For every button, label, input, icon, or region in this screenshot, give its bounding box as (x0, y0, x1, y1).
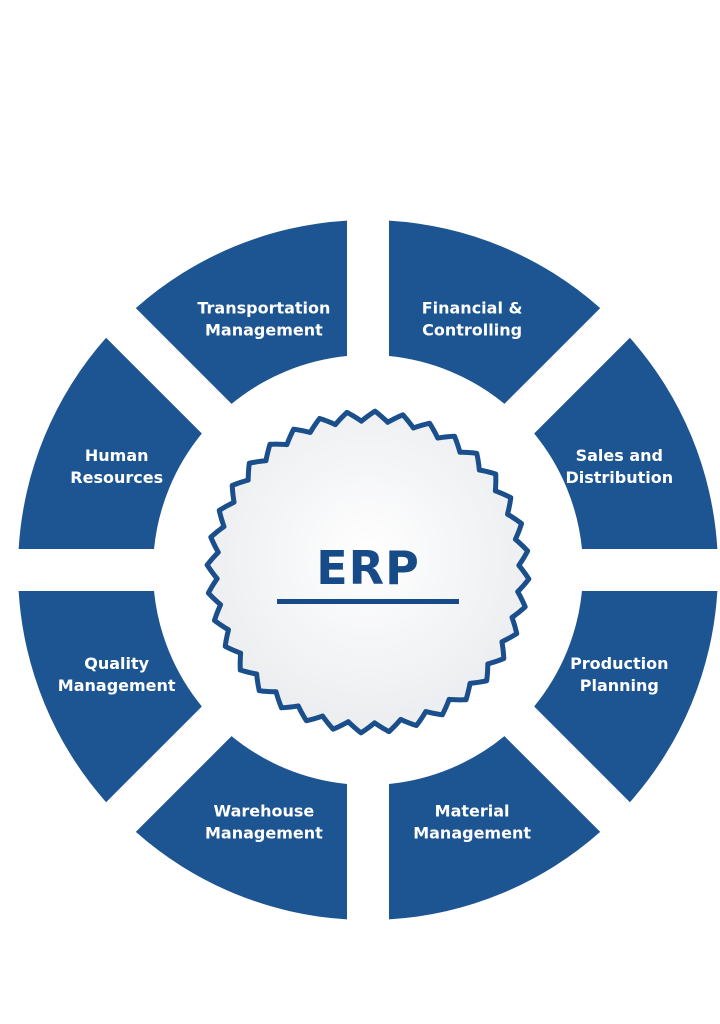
label-line: Transportation (197, 299, 330, 318)
segment-financial-controlling (389, 220, 601, 404)
erp-title: ERP (316, 541, 420, 595)
segment-human-resources (18, 337, 202, 549)
label-line: Financial & (422, 299, 523, 318)
segment-sales-distribution (534, 337, 718, 549)
erp-center-hub: ERP (204, 408, 532, 736)
label-financial-controlling: Financial & Controlling (422, 299, 523, 340)
erp-title-underline (277, 599, 459, 604)
label-line: Management (58, 676, 176, 695)
label-line: Management (413, 823, 531, 842)
label-line: Resources (70, 468, 163, 487)
segment-transportation-management (135, 220, 347, 404)
label-line: Planning (580, 676, 659, 695)
segment-warehouse-management (135, 736, 347, 920)
label-line: Quality (84, 654, 149, 673)
segment-material-management (389, 736, 601, 920)
module-segments (18, 220, 718, 920)
label-line: Management (205, 823, 323, 842)
label-line: Material (435, 801, 510, 820)
label-line: Sales and (576, 446, 663, 465)
label-line: Controlling (422, 321, 522, 340)
label-line: Production (570, 654, 668, 673)
segment-production-planning (534, 591, 718, 803)
erp-center-badge (204, 408, 532, 736)
label-line: Human (85, 446, 149, 465)
label-line: Management (205, 321, 323, 340)
segment-quality-management (18, 591, 202, 803)
label-line: Warehouse (214, 801, 315, 820)
label-line: Distribution (565, 468, 673, 487)
